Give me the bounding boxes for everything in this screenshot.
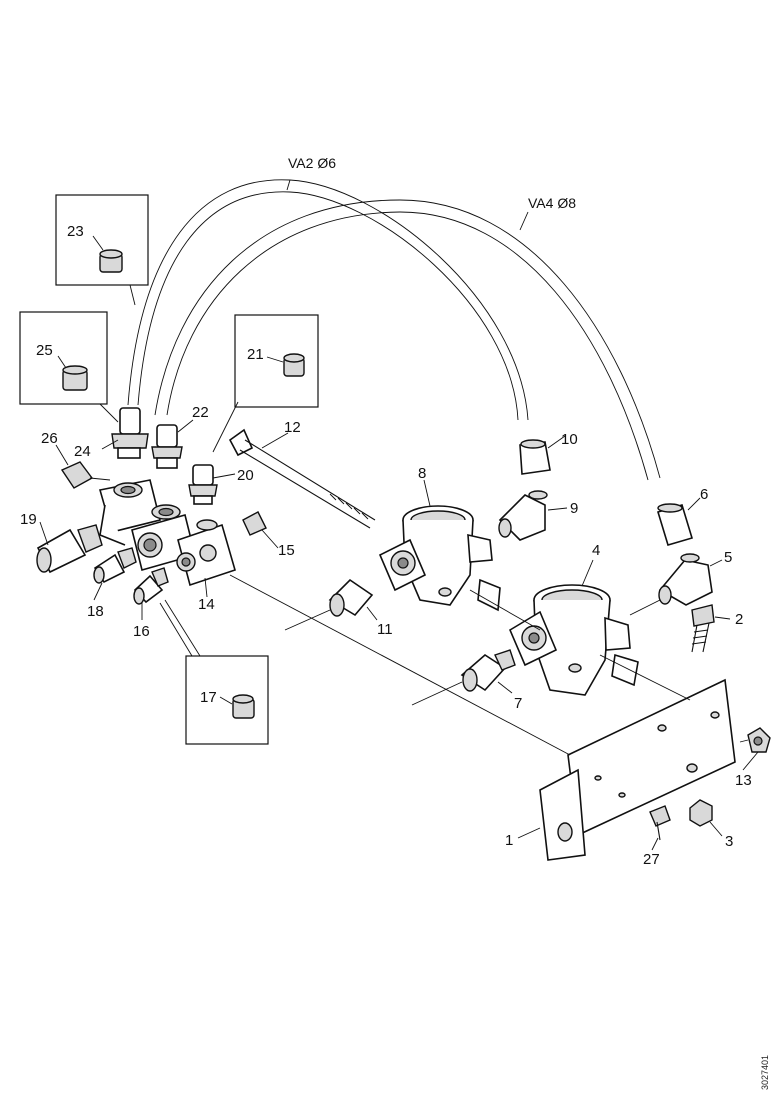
- callout-box-21: [212, 314, 319, 453]
- callout-23: 23: [67, 223, 84, 240]
- callout-box-25: [19, 311, 119, 423]
- callout-1: 1: [505, 832, 513, 849]
- callout-2: 2: [735, 611, 743, 628]
- callout-19: 19: [20, 511, 37, 528]
- plug-26: [60, 461, 94, 489]
- callout-21: 21: [247, 346, 264, 363]
- screw-27: [649, 805, 671, 841]
- callout-9: 9: [570, 500, 578, 517]
- fitting-24: [111, 407, 149, 459]
- fitting-16: [133, 567, 169, 605]
- fitting-10: [519, 439, 551, 475]
- callout-7: 7: [514, 695, 522, 712]
- callout-box-17: [159, 599, 269, 745]
- bracket-1: [539, 678, 736, 861]
- pipe-va4: [154, 199, 661, 481]
- callout-3: 3: [725, 833, 733, 850]
- callout-13: 13: [735, 772, 752, 789]
- fitting-19: [36, 524, 103, 574]
- fitting-22: [151, 424, 183, 469]
- drawing-ref-number: 3027401: [760, 1055, 770, 1090]
- elbow-9: [498, 490, 548, 541]
- manifold-block: [98, 479, 236, 587]
- callout-10: 10: [561, 431, 578, 448]
- pipe-label-va4: VA4 Ø8: [528, 195, 576, 211]
- plug-15: [242, 511, 267, 536]
- callout-20: 20: [237, 467, 254, 484]
- callout-27: 27: [643, 851, 660, 868]
- pipe-label-va2: VA2 Ø6: [288, 155, 336, 171]
- nut-13: [747, 727, 771, 753]
- callout-8: 8: [418, 465, 426, 482]
- callout-box-23: [55, 194, 149, 306]
- callout-14: 14: [198, 596, 215, 613]
- callout-18: 18: [87, 603, 104, 620]
- callout-6: 6: [700, 486, 708, 503]
- pipe-va2: [127, 179, 529, 421]
- fitting-18: [93, 547, 137, 584]
- callout-26: 26: [41, 430, 58, 447]
- fitting-6: [656, 503, 694, 546]
- callout-25: 25: [36, 342, 53, 359]
- callout-11: 11: [377, 621, 393, 638]
- fitting-11: [328, 578, 374, 617]
- leader-lines: [39, 235, 759, 851]
- screw-2: [691, 604, 715, 653]
- callout-22: 22: [192, 404, 209, 421]
- callout-16: 16: [133, 623, 150, 640]
- nut-3: [689, 799, 713, 827]
- callout-15: 15: [278, 542, 295, 559]
- callout-5: 5: [724, 549, 732, 566]
- elbow-5: [658, 553, 713, 606]
- fitting-20: [188, 464, 218, 505]
- callout-24: 24: [74, 443, 91, 460]
- valve-4: [508, 584, 639, 696]
- valve-8: [378, 505, 501, 612]
- assembly-lines: [89, 477, 749, 756]
- fitting-7: [460, 649, 516, 692]
- bolt-12: [228, 428, 376, 529]
- callout-4: 4: [592, 542, 600, 559]
- callout-17: 17: [200, 689, 217, 706]
- callout-12: 12: [284, 419, 301, 436]
